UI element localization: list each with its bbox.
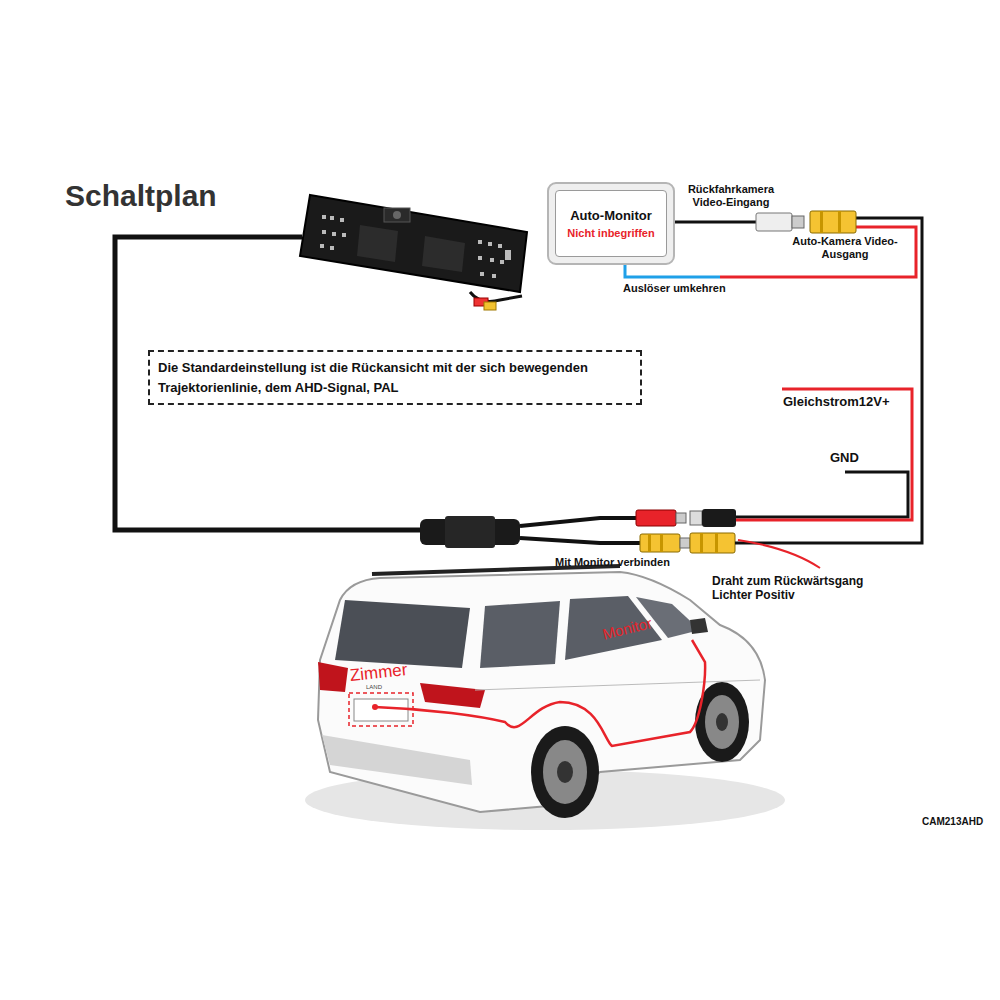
wire-label: Mit Monitor verbinden [555,556,670,569]
trigger-wire-camera [720,227,916,277]
power-plug-pair [636,509,736,527]
monitor-box: Auto-MonitorNicht inbegriffen [547,182,675,265]
license-plate-camera [300,195,527,310]
model-number: CAM213AHD [922,816,983,828]
power-12v-wire [736,389,912,520]
video-plug-pair [640,533,735,553]
trigger-wire-monitor [625,264,720,277]
cable-connector [420,516,520,548]
monitor-rca-plugs [756,211,856,233]
box-heading: Auto-Monitor [570,206,652,226]
wire-label: Draht zum Rückwärtsgang Lichter Positiv [712,574,882,603]
box-note: Nicht inbegriffen [567,225,654,242]
signal-name: Gleichstrom12V+ [783,394,890,410]
monitor-screen: Auto-MonitorNicht inbegriffen [555,190,667,257]
leader-line [738,540,820,568]
car-illustration [305,566,785,830]
video-branch-wire [520,538,640,543]
car-badge: LAND [366,684,382,691]
port-label: Rückfahrkamera Video-Eingang [676,183,786,209]
note-box: Die Standardeinstellung ist die Rückansi… [148,350,642,405]
port-label: Auto-Kamera Video-Ausgang [790,235,900,261]
monitor-video-wire [675,221,756,224]
box-heading: Die Standardeinstellung ist die Rückansi… [158,358,632,397]
video-wire [735,218,922,543]
ground-wire [736,472,908,517]
signal-name: GND [830,450,859,466]
wire-label: Auslöser umkehren [623,282,726,295]
power-branch-wire [520,518,636,526]
diagram-title: Schaltplan [65,178,217,214]
